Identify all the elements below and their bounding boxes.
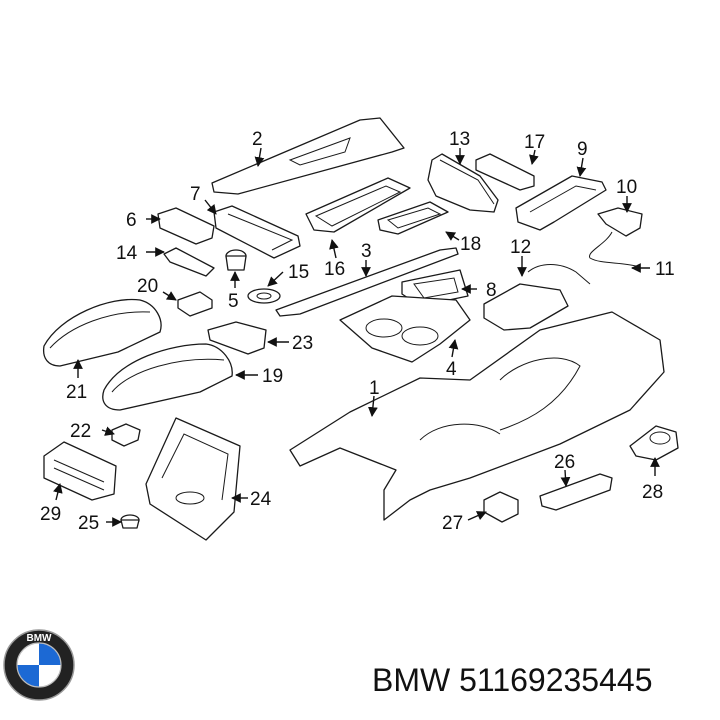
part-3-trim xyxy=(275,247,459,317)
part-4-panel xyxy=(339,295,471,363)
callout-2: 2 xyxy=(252,129,263,150)
callout-9: 9 xyxy=(577,139,588,160)
callout-1: 1 xyxy=(369,378,380,399)
part-9-bracket xyxy=(515,175,607,231)
part-10-bracket xyxy=(597,207,643,237)
part-20-block xyxy=(177,291,213,317)
part-21-armrest xyxy=(42,298,162,367)
callout-13: 13 xyxy=(449,129,470,150)
callout-14: 14 xyxy=(116,243,138,264)
part-18-mat xyxy=(377,201,449,235)
callout-4: 4 xyxy=(446,359,457,380)
brand-label: BMW xyxy=(372,662,451,698)
callout-12: 12 xyxy=(510,237,531,258)
part-11-cable xyxy=(589,231,637,267)
part-16-mat xyxy=(305,177,411,233)
callout-28: 28 xyxy=(642,482,663,503)
callout-5: 5 xyxy=(228,291,239,312)
callout-6: 6 xyxy=(126,210,137,231)
part-23-cover xyxy=(207,321,267,355)
part-8-bezel xyxy=(401,269,469,307)
part-7-tray-mat xyxy=(213,205,301,259)
callout-11: 11 xyxy=(655,259,675,280)
part-26-switch-panel xyxy=(539,473,613,511)
callout-7: 7 xyxy=(190,184,201,205)
callout-15: 15 xyxy=(288,262,309,283)
callout-8: 8 xyxy=(486,280,497,301)
callout-18: 18 xyxy=(460,234,481,255)
part-12-holder xyxy=(527,264,591,285)
callout-17: 17 xyxy=(524,132,545,153)
part-6-storage-tray xyxy=(157,207,215,245)
part-17-tray xyxy=(475,153,535,191)
callout-25: 25 xyxy=(78,513,99,534)
part-12-box xyxy=(483,283,569,331)
bmw-logo: BMW xyxy=(3,629,75,701)
part-19-armrest xyxy=(102,343,233,411)
part-29-vent xyxy=(43,441,117,501)
callout-3: 3 xyxy=(361,241,372,262)
part-1-center-console xyxy=(289,311,665,521)
callout-29: 29 xyxy=(40,504,61,525)
callout-20: 20 xyxy=(137,276,158,297)
part-number: 51169235445 xyxy=(459,662,653,698)
part-22-clip xyxy=(111,423,141,447)
part-2-trim-strip xyxy=(211,117,405,195)
part-24-rear-panel xyxy=(145,417,241,541)
callout-16: 16 xyxy=(324,259,345,280)
part-25-plug xyxy=(120,514,140,529)
part-5-insert xyxy=(225,249,247,271)
callout-22: 22 xyxy=(70,421,91,442)
part-28-gear-selector xyxy=(629,425,679,461)
callout-19: 19 xyxy=(262,366,283,387)
part-15-disk xyxy=(247,288,281,304)
callout-27: 27 xyxy=(442,513,463,534)
callout-10: 10 xyxy=(616,177,637,198)
callout-24: 24 xyxy=(250,489,272,510)
part-13-storage-box xyxy=(427,153,499,213)
part-14-tray xyxy=(163,247,215,277)
callout-26: 26 xyxy=(554,452,575,473)
bmw-logo-letters: BMW xyxy=(27,633,53,644)
part-27-switch xyxy=(483,491,519,523)
callout-23: 23 xyxy=(292,333,313,354)
part-number-caption: BMW 51169235445 xyxy=(372,662,652,699)
leader-arrows xyxy=(53,147,660,527)
callout-21: 21 xyxy=(66,382,87,403)
